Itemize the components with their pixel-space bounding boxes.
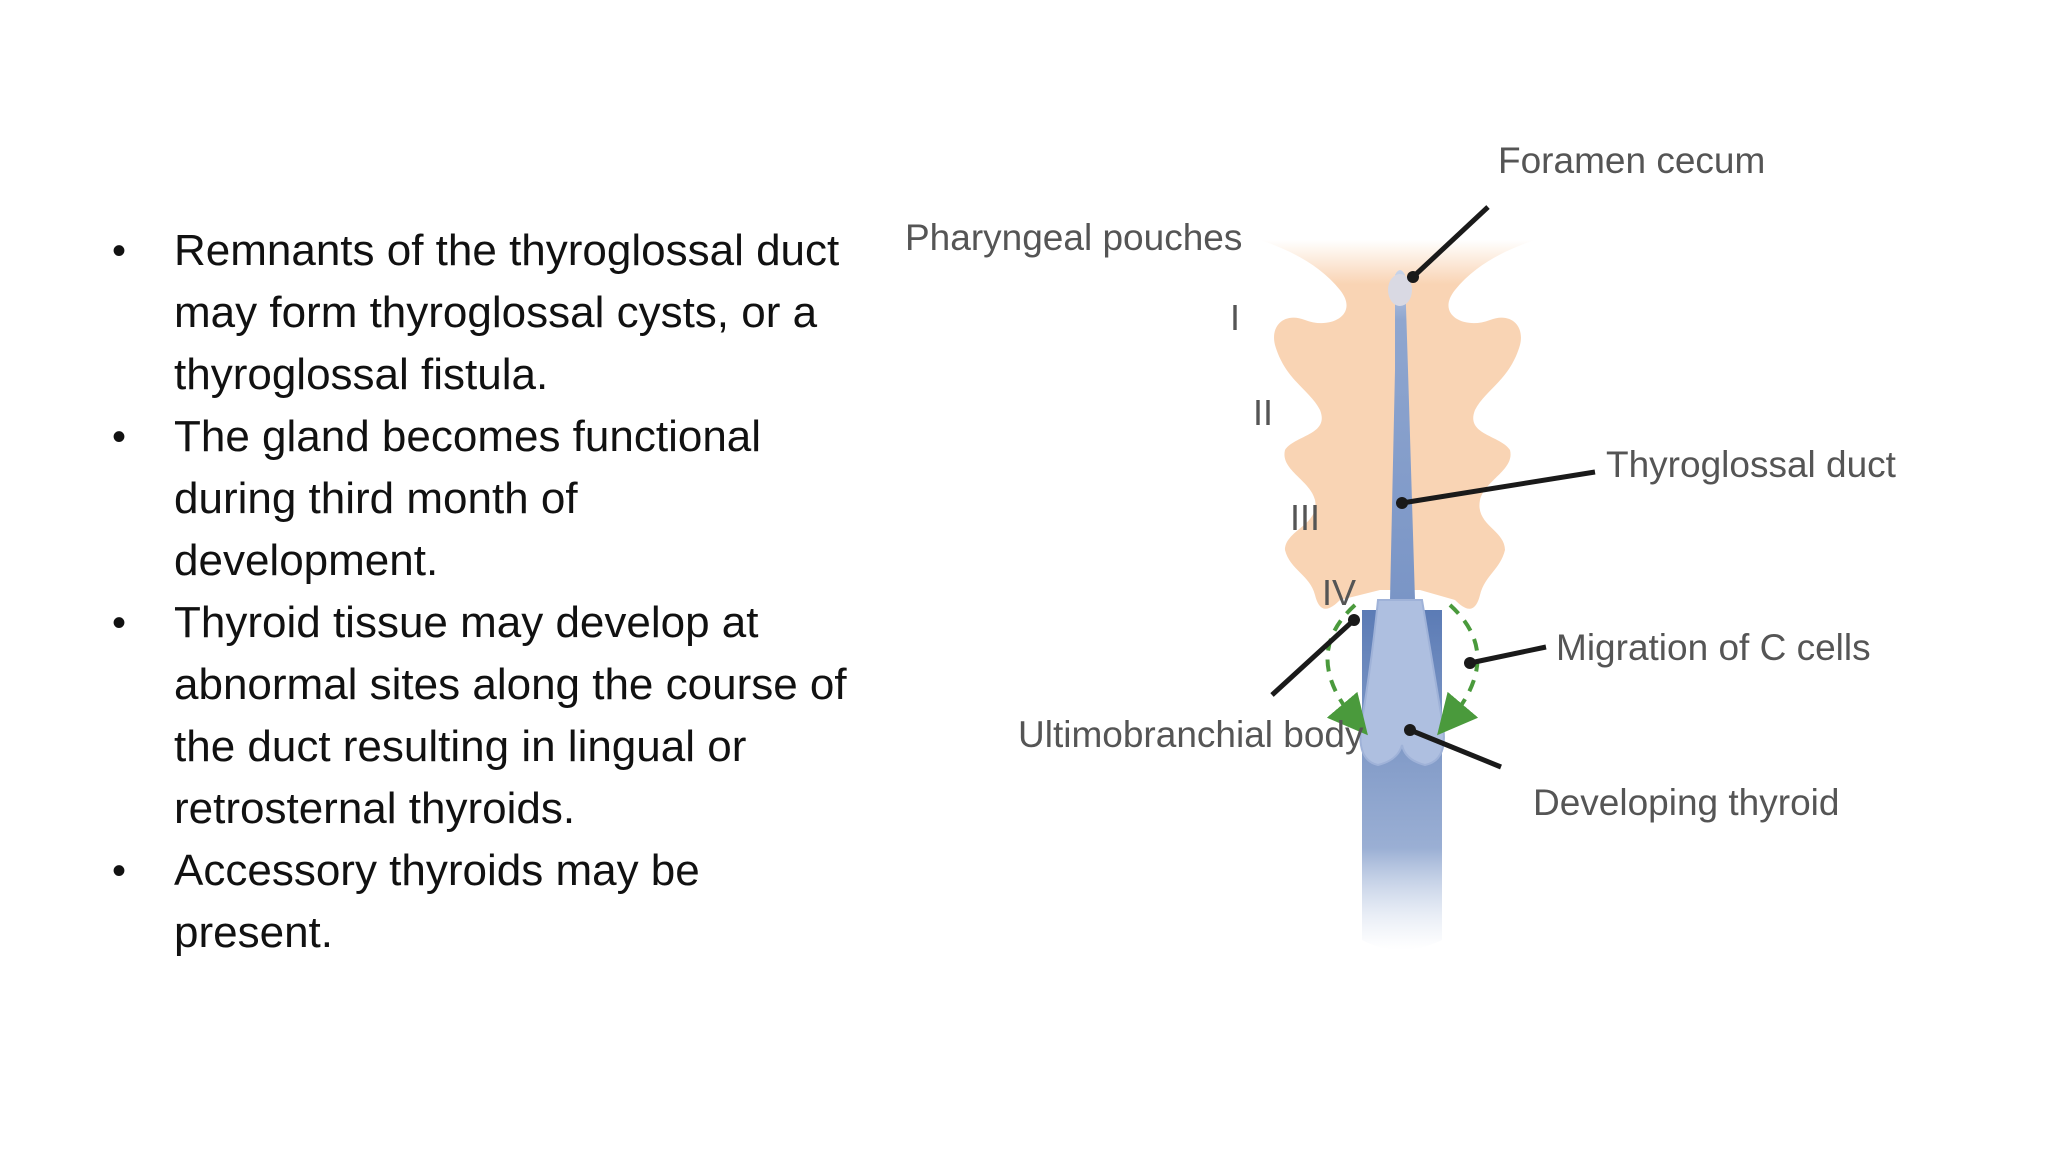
c-cell-migration-left-arrow: [1325, 603, 1368, 736]
thyroglossal-duct-shape: [1390, 270, 1415, 600]
ultimobranchial-body-label: Ultimobranchial body: [1018, 714, 1364, 755]
foramen-cecum-shape: [1388, 274, 1412, 306]
developing-thyroid-label: Developing thyroid: [1533, 782, 1839, 823]
bullet-dot: •: [112, 849, 127, 893]
ultimobranchial-leader: [1270, 618, 1356, 697]
thyroglossal-duct-dot: [1396, 497, 1408, 509]
bullet-dot: •: [112, 601, 127, 645]
bullet-text: Accessory thyroids may be present.: [174, 846, 700, 957]
foramen-cecum-label: Foramen cecum: [1498, 140, 1765, 181]
bullet-item: • Remnants of the thyroglossal duct may …: [112, 220, 852, 406]
pharyngeal-pouches-label: Pharyngeal pouches: [905, 217, 1242, 258]
leader-lines: [1270, 205, 1596, 770]
bullet-item: • The gland becomes functional during th…: [112, 406, 852, 592]
pouch-numeral: II: [1253, 392, 1273, 433]
ultimobranchial-dot: [1348, 614, 1360, 626]
migration-c-cells-label: Migration of C cells: [1556, 627, 1871, 668]
pouch-numeral: IV: [1322, 572, 1356, 613]
bullet-list: • Remnants of the thyroglossal duct may …: [112, 220, 852, 964]
migration-dot: [1464, 657, 1476, 669]
bullet-text: The gland becomes functional during thir…: [174, 412, 762, 585]
c-cell-migration-right-arrow: [1437, 603, 1480, 736]
thyroglossal-duct-label: Thyroglossal duct: [1606, 444, 1897, 485]
thyroglossal-duct-leader: [1401, 469, 1596, 506]
foramen-cecum-leader: [1411, 205, 1490, 279]
developing-thyroid-dot: [1404, 724, 1416, 736]
bullet-text: Thyroid tissue may develop at abnormal s…: [174, 598, 847, 833]
thyroid-development-diagram: Pharyngeal pouches Foramen cecum Thyrogl…: [905, 140, 1897, 950]
bullet-item: • Thyroid tissue may develop at abnormal…: [112, 592, 852, 840]
bullet-text: Remnants of the thyroglossal duct may fo…: [174, 226, 840, 399]
foramen-cecum-dot: [1407, 271, 1419, 283]
bullet-item: • Accessory thyroids may be present.: [112, 840, 852, 964]
migration-leader: [1469, 644, 1547, 666]
bullet-dot: •: [112, 415, 127, 459]
pouch-numeral: I: [1230, 297, 1240, 338]
pouch-numeral: III: [1290, 497, 1320, 538]
developing-thyroid-leader: [1409, 727, 1502, 770]
bullet-dot: •: [112, 229, 127, 273]
